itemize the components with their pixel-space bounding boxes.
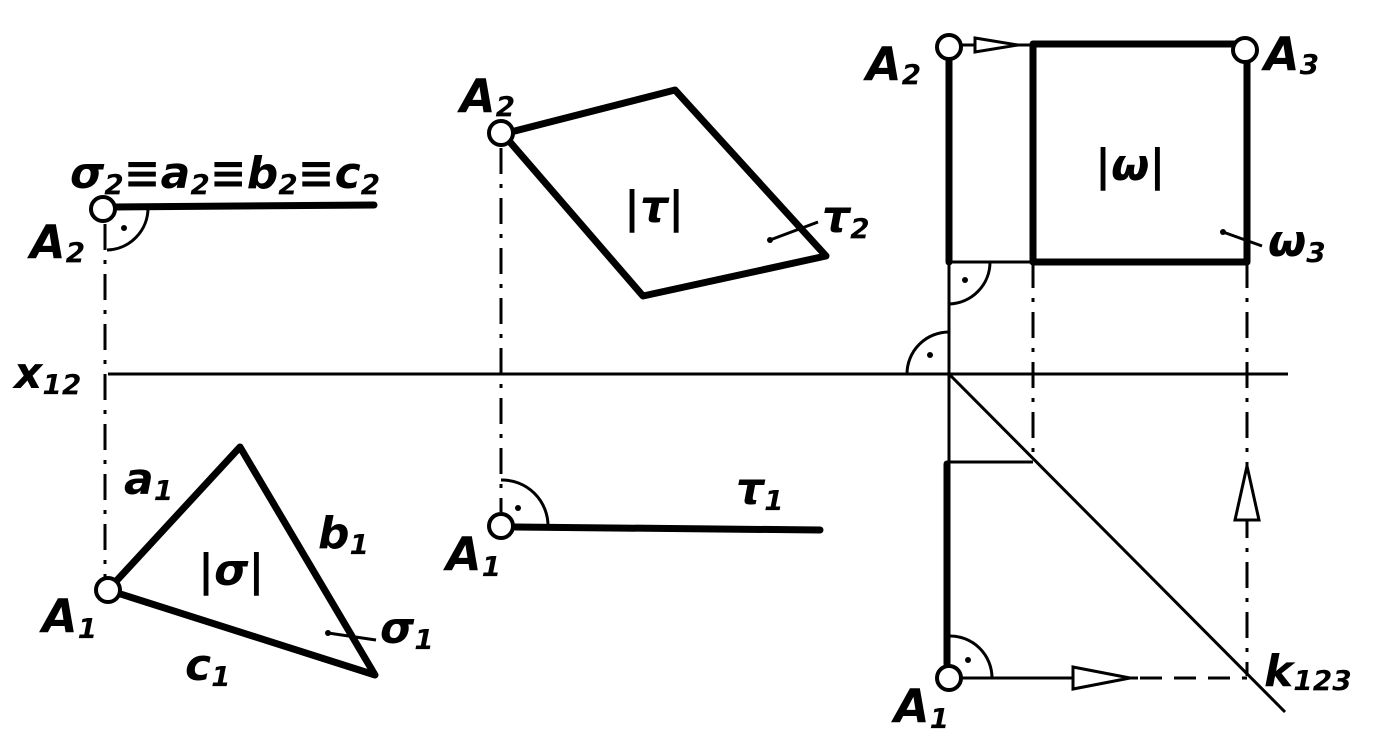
omega-right-angle-upper-dot [962,277,968,283]
axis-label: x12 [12,348,81,401]
omega-label-trace3: ω3 [1268,216,1326,269]
tau1-trace-line [511,523,824,534]
omega-label-a3: A3 [1261,27,1319,81]
omega-label-k123: k123 [1264,646,1352,697]
constant-line [947,372,1287,714]
tau-right-angle-dot [515,505,521,511]
sigma2-trace-line [111,201,378,211]
tau-true-size-label: |τ| [624,182,684,233]
tau-label-a2: A2 [457,69,515,123]
panel-sigma: σ2≡a2≡b2≡c2 A2 A1 a1 b1 c1 |σ| σ1 [27,148,434,693]
sigma-top-label: σ2≡a2≡b2≡c2 [70,148,380,201]
tau-label-a1: A1 [443,527,501,583]
sigma-label-a1: A1 [39,589,97,645]
sigma-point-a1 [94,576,122,604]
omega-point-a3 [1231,36,1259,64]
tau-right-angle-mark [500,478,550,528]
omega-right-angle-lower [948,634,994,679]
tau-label-trace2: τ2 [822,192,870,245]
omega-right-angle-upper [948,261,992,306]
sigma-label-trace1: σ1 [380,603,434,656]
tau-point-a1 [487,512,515,540]
omega-label-a2: A2 [863,37,921,91]
sigma-label-side-c: c1 [185,640,231,693]
tau2-marker [769,220,819,242]
sigma1-dot [325,630,331,636]
omega-arrow-top [973,36,1019,54]
sigma-right-angle-dot [121,225,127,231]
tau-point-a2 [487,119,515,147]
sigma-right-angle-mark [106,207,150,252]
sigma-point-a2 [89,195,117,223]
omega3-marker [1222,230,1263,248]
omega-point-a2 [935,33,963,61]
sigma-label-side-b: b1 [318,508,369,561]
sigma-label-side-a: a1 [124,454,173,507]
panel-omega: A2 A3 A1 |ω| ω3 k123 [863,27,1352,735]
tau-label-trace1: τ1 [736,464,784,517]
sigma1-marker [327,631,377,642]
omega-point-a1 [935,664,963,692]
omega-right-angle-axis [905,330,950,375]
sigma-true-size-label: |σ| [198,545,264,596]
omega3-dot [1220,229,1226,235]
omega-right-angle-axis-dot [927,352,933,358]
omega-true-size-label: |ω| [1095,140,1165,191]
omega-arrow-up [1233,465,1261,522]
omega-label-a1: A1 [891,679,949,735]
tau-quadrilateral [499,86,830,300]
omega-right-angle-lower-dot [965,657,971,663]
tau2-dot [767,237,773,243]
panel-tau: A2 A1 |τ| τ2 τ1 [443,69,870,583]
omega-arrow-bottom [1071,665,1131,691]
sigma-label-a2: A2 [27,215,85,269]
sigma-triangle [104,443,379,679]
